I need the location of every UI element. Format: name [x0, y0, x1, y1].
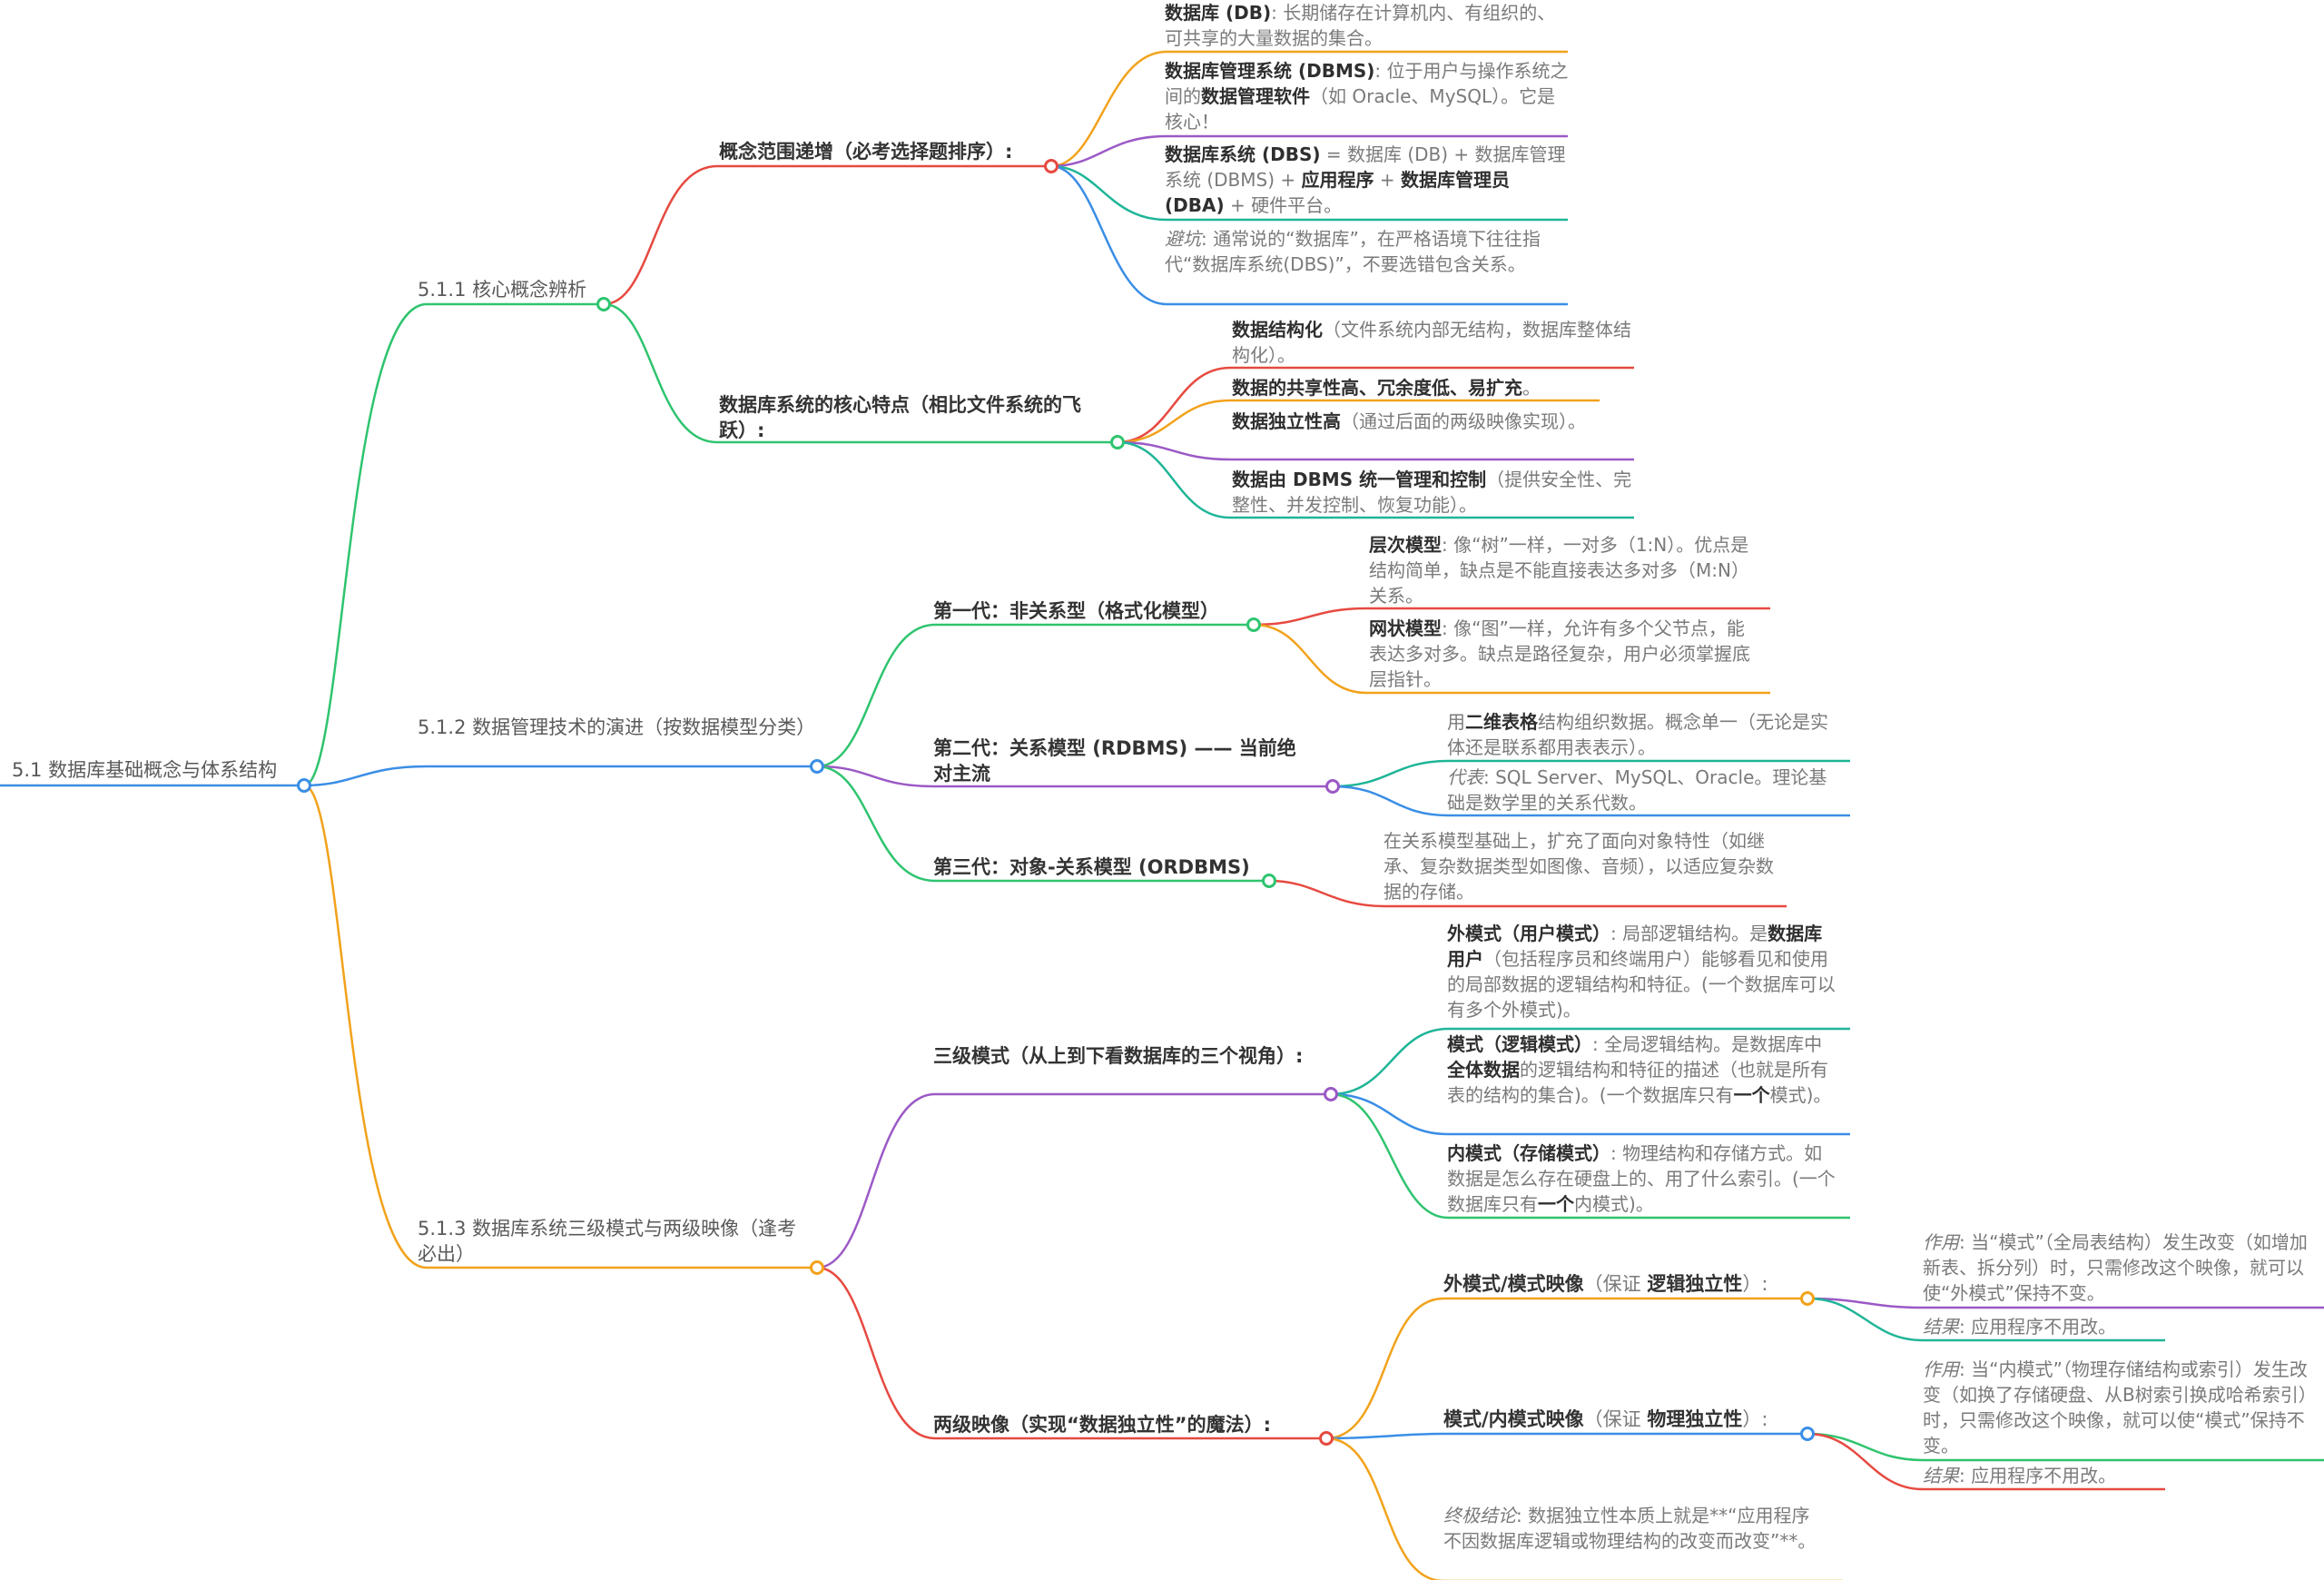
topic-gen3[interactable]: 第三代：对象-关系模型 (ORDBMS)	[933, 854, 1269, 880]
leaf-internal-schema: 内模式（存储模式）: 物理结构和存储方式。如数据是怎么存在硬盘上的、用了什么索引…	[1447, 1142, 1836, 1215]
leaf-mapping1-result: 结果: 应用程序不用改。	[1923, 1316, 2117, 1338]
topic-two-mappings-toggle[interactable]	[1319, 1431, 1334, 1446]
root-label: 5.1 数据库基础概念与体系结构	[12, 759, 278, 781]
leaf-hierarchical: 层次模型: 像“树”一样，一对多（1:N）。优点是结构简单，缺点是不能直接表达多…	[1369, 534, 1749, 607]
topic-core-features[interactable]: 数据库系统的核心特点（相比文件系统的飞跃）:	[719, 392, 1109, 443]
topic-three-schemas[interactable]: 三级模式（从上到下看数据库的三个视角）:	[933, 1043, 1315, 1069]
leaf-db: 数据库 (DB): 长期储存在计算机内、有组织的、可共享的大量数据的集合。	[1165, 2, 1556, 49]
leaf-dbms: 数据库管理系统 (DBMS): 位于用户与操作系统之间的数据管理软件（如 Ora…	[1165, 60, 1569, 133]
section-5-1-1[interactable]: 5.1.1 核心概念辨析	[418, 277, 599, 302]
leaf-conceptual-schema: 模式（逻辑模式）: 全局逻辑结构。是数据库中全体数据的逻辑结构和特征的描述（也就…	[1447, 1033, 1832, 1106]
section-label: 5.1.3 数据库系统三级模式与两级映像（逢考必出）	[418, 1218, 797, 1265]
leaf-relational-examples: 代表: SQL Server、MySQL、Oracle。理论基础是数学里的关系代…	[1447, 766, 1827, 814]
topic-gen1-toggle[interactable]	[1246, 617, 1261, 632]
leaf-object-relational: 在关系模型基础上，扩充了面向对象特性（如继承、复杂数据类型如图像、音频），以适应…	[1384, 830, 1774, 903]
topic-two-mappings[interactable]: 两级映像（实现“数据独立性”的魔法）:	[933, 1412, 1333, 1437]
leaf-dbs: 数据库系统 (DBS) = 数据库 (DB) + 数据库管理系统 (DBMS) …	[1165, 143, 1566, 216]
leaf-pitfall: 避坑: 通常说的“数据库”，在严格语境下往往指代“数据库系统(DBS)”，不要选…	[1165, 228, 1541, 275]
section-5-1-2[interactable]: 5.1.2 数据管理技术的演进（按数据模型分类）	[418, 715, 815, 740]
root-collapse-toggle[interactable]	[297, 778, 311, 793]
section-5-1-3-toggle[interactable]	[810, 1260, 824, 1275]
topic-label: 第二代：关系模型 (RDBMS) —— 当前绝对主流	[933, 737, 1296, 785]
topic-three-schemas-toggle[interactable]	[1324, 1087, 1338, 1101]
topic-label: 两级映像（实现“数据独立性”的魔法）:	[933, 1414, 1271, 1436]
leaf-network: 网状模型: 像“图”一样，允许有多个父节点，能表达多对多。缺点是路径复杂，用户必…	[1369, 617, 1750, 690]
topic-label: 概念范围递增（必考选择题排序）:	[719, 141, 1013, 163]
topic-label: 第一代：非关系型（格式化模型）	[933, 600, 1219, 622]
leaf-mapping2-effect: 作用: 当“内模式”（物理存储结构或索引）发生改变（如换了存储硬盘、从B树索引换…	[1923, 1358, 2317, 1457]
topic-conceptual-internal-mapping-toggle[interactable]	[1800, 1427, 1815, 1441]
leaf-dbms-control: 数据由 DBMS 统一管理和控制（提供安全性、完整性、并发控制、恢复功能）。	[1232, 469, 1632, 516]
leaf-mapping1-effect: 作用: 当“模式”（全局表结构）发生改变（如增加新表、拆分列）时，只需修改这个映…	[1923, 1231, 2308, 1304]
topic-external-conceptual-mapping-toggle[interactable]	[1800, 1291, 1815, 1306]
topic-label: 第三代：对象-关系模型 (ORDBMS)	[933, 856, 1250, 878]
leaf-independence: 数据独立性高（通过后面的两级映像实现）。	[1232, 410, 1586, 432]
root-topic[interactable]: 5.1 数据库基础概念与体系结构	[12, 757, 302, 783]
section-5-1-3[interactable]: 5.1.3 数据库系统三级模式与两级映像（逢考必出）	[418, 1216, 799, 1267]
leaf-relational-tables: 用二维表格结构组织数据。概念单一（无论是实体还是联系都用表表示）。	[1447, 711, 1828, 758]
topic-gen2[interactable]: 第二代：关系模型 (RDBMS) —— 当前绝对主流	[933, 736, 1315, 786]
leaf-mapping2-result: 结果: 应用程序不用改。	[1923, 1465, 2117, 1486]
section-5-1-1-toggle[interactable]	[596, 297, 611, 311]
topic-concept-scope[interactable]: 概念范围递增（必考选择题排序）:	[719, 139, 1055, 164]
section-label: 5.1.2 数据管理技术的演进（按数据模型分类）	[418, 716, 816, 738]
topic-label: 数据库系统的核心特点（相比文件系统的飞跃）:	[719, 394, 1081, 441]
topic-concept-scope-toggle[interactable]	[1044, 159, 1059, 173]
topic-gen3-toggle[interactable]	[1262, 874, 1276, 888]
topic-external-conceptual-mapping[interactable]: 外模式/模式映像（保证 逻辑独立性）:	[1443, 1273, 1768, 1295]
topic-gen2-toggle[interactable]	[1325, 779, 1340, 794]
leaf-ultimate-conclusion: 终极结论: 数据独立性本质上就是**“应用程序不因数据库逻辑或物理结构的改变而改…	[1443, 1505, 1817, 1552]
topic-gen1[interactable]: 第一代：非关系型（格式化模型）	[933, 598, 1260, 624]
section-label: 5.1.1 核心概念辨析	[418, 279, 587, 301]
topic-core-features-toggle[interactable]	[1110, 435, 1125, 449]
leaf-sharing: 数据的共享性高、冗余度低、易扩充。	[1232, 377, 1541, 399]
leaf-external-schema: 外模式（用户模式）: 局部逻辑结构。是数据库用户（包括程序员和终端用户）能够看见…	[1447, 923, 1836, 1021]
leaf-structured: 数据结构化（文件系统内部无结构，数据库整体结构化）。	[1232, 319, 1631, 366]
topic-label: 三级模式（从上到下看数据库的三个视角）:	[933, 1045, 1304, 1067]
section-5-1-2-toggle[interactable]	[810, 759, 824, 774]
topic-conceptual-internal-mapping[interactable]: 模式/内模式映像（保证 物理独立性）:	[1443, 1408, 1768, 1430]
